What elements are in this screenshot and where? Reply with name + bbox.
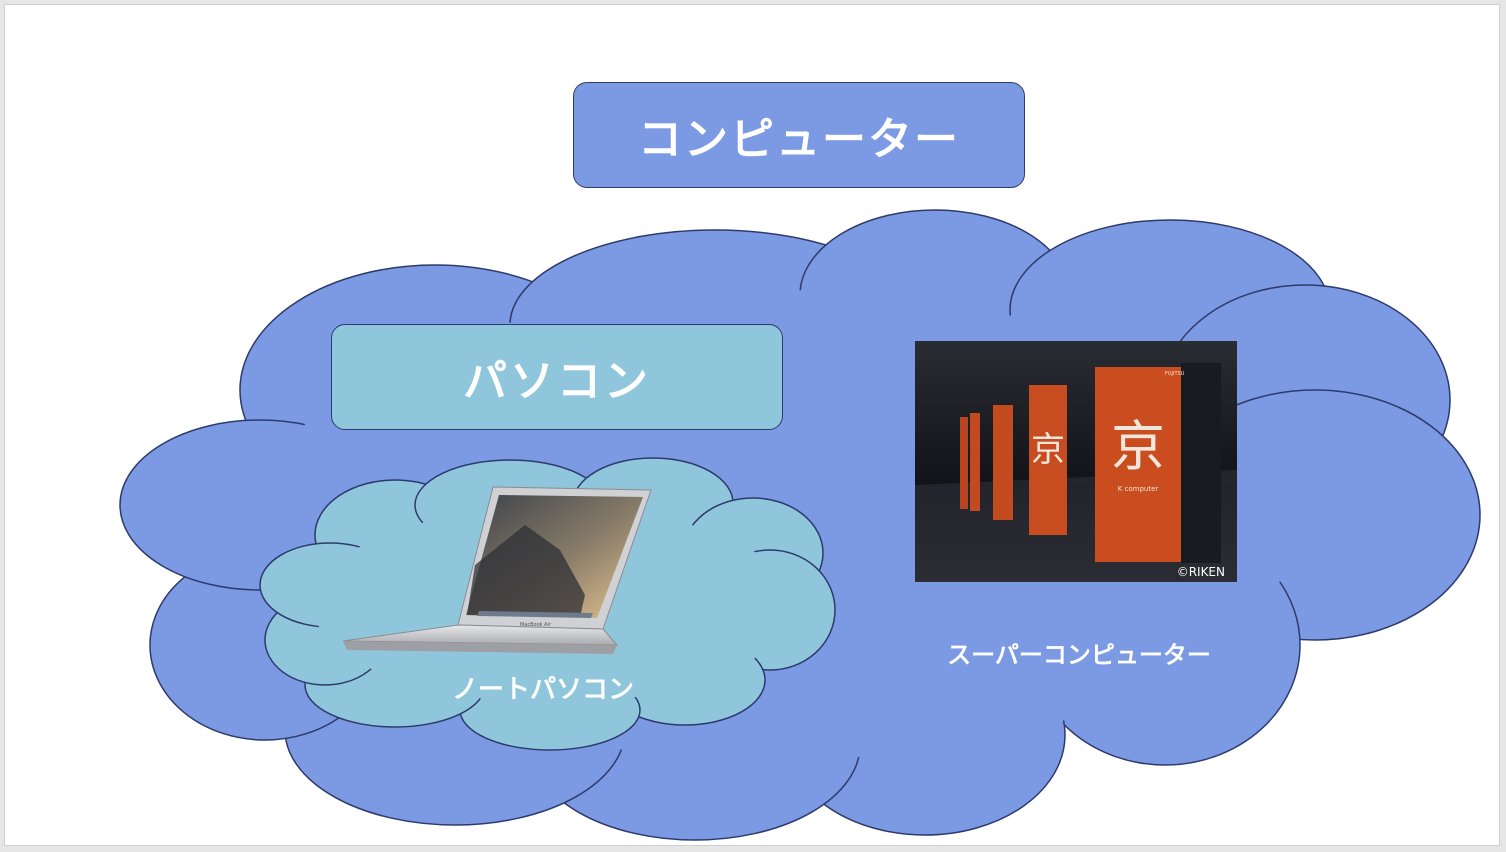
photo-kanji-small: 京 [1031, 430, 1065, 470]
laptop-label: ノートパソコン [451, 675, 634, 705]
laptop-image: MacBook Air [342, 486, 652, 654]
pc-label: パソコン [463, 356, 651, 407]
photo-caption: K computer [1118, 485, 1159, 493]
computer-title-box: コンピューター [573, 82, 1025, 188]
slide: MacBook Air 京 京 K computer FUJITSU ©RIKE… [4, 4, 1500, 846]
laptop-brand-text: MacBook Air [520, 622, 552, 628]
pc-box: パソコン [331, 324, 783, 430]
photo-kanji-large: 京 [1111, 415, 1165, 478]
supercomputer-photo: 京 京 K computer FUJITSU ©RIKEN [915, 341, 1237, 582]
computer-title: コンピューター [638, 114, 960, 165]
photo-credit: ©RIKEN [1177, 565, 1225, 579]
photo-brand: FUJITSU [1165, 371, 1185, 377]
supercomputer-label: スーパーコンピューター [947, 641, 1211, 669]
